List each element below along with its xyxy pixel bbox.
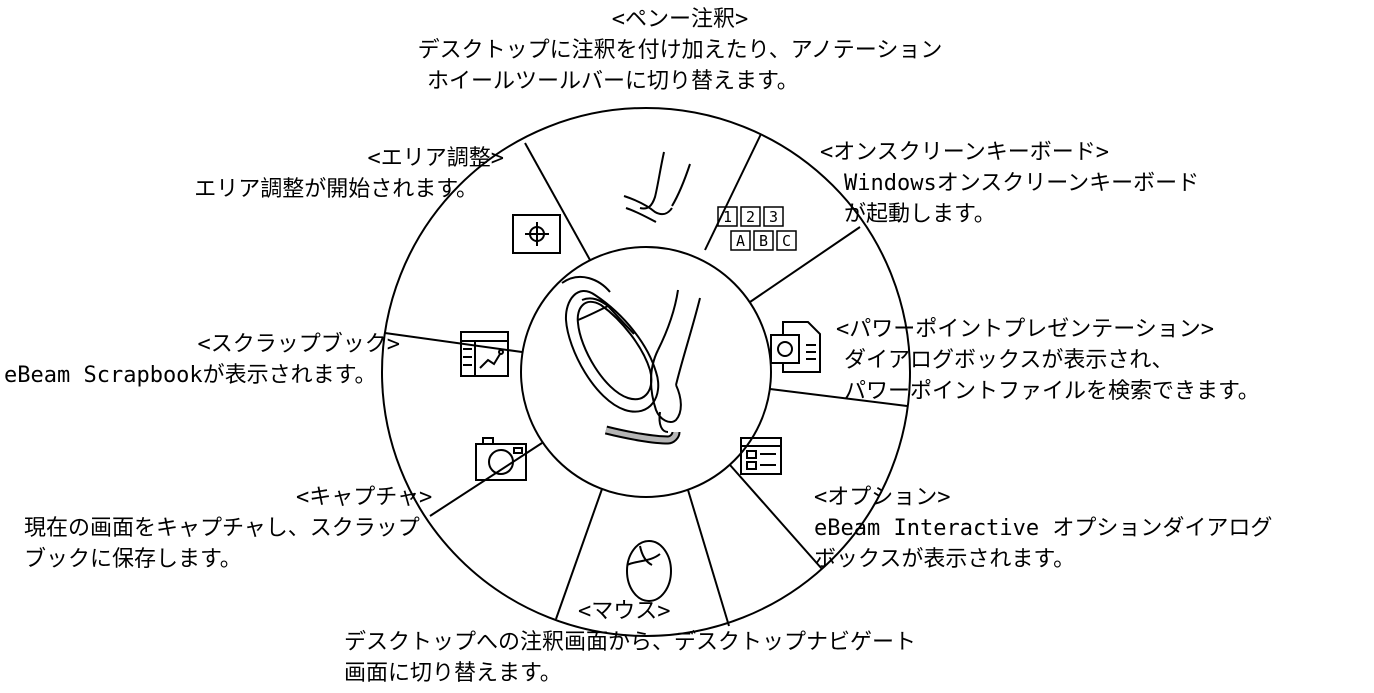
center-mouse-pen-icon[interactable]: [561, 275, 701, 445]
powerpoint-icon[interactable]: [770, 321, 821, 373]
area-adjust-label: <エリア調整> エリア調整が開始されます。: [100, 143, 510, 205]
keyboard-desc-line1: Windowsオンスクリーンキーボード: [844, 171, 1200, 196]
mouse-icon[interactable]: [626, 540, 672, 602]
options-desc-line1: eBeam Interactive オプションダイアログ: [814, 516, 1273, 541]
key-2: 2: [746, 208, 755, 226]
outer-ring: [381, 107, 911, 637]
pen-icon[interactable]: [623, 151, 691, 223]
options-desc-line2: ボックスが表示されます。: [814, 547, 1076, 572]
key-a: A: [736, 232, 745, 250]
scrapbook-label: <スクラップブック> eBeam Scrapbookが表示されます。: [4, 329, 424, 391]
scrapbook-icon[interactable]: [460, 331, 509, 377]
pen-title: <ペンー注釈>: [611, 7, 749, 32]
mouse-title: <マウス>: [578, 599, 671, 624]
powerpoint-title: <パワーポイントプレゼンテーション>: [836, 317, 1215, 342]
powerpoint-label: <パワーポイントプレゼンテーション> ダイアログボックスが表示され、 パワーポイ…: [836, 314, 1366, 407]
camera-icon[interactable]: [475, 437, 527, 481]
keyboard-icon[interactable]: 1 2 3 A B C: [717, 206, 797, 251]
mouse-desc-line2: 画面に切り替えます。: [344, 661, 562, 686]
keyboard-title: <オンスクリーンキーボード>: [820, 140, 1109, 165]
keyboard-desc-line2: が起動します。: [844, 202, 996, 227]
key-b: B: [759, 232, 768, 250]
scrapbook-title: <スクラップブック>: [197, 332, 401, 357]
capture-label: <キャプチャ> 現在の画面をキャプチャし、スクラップ ブックに保存します。: [24, 482, 524, 575]
key-3: 3: [769, 208, 778, 226]
options-icon[interactable]: [740, 437, 782, 475]
capture-title: <キャプチャ>: [296, 485, 433, 510]
powerpoint-desc-line1: ダイアログボックスが表示され、: [844, 348, 1174, 373]
capture-desc-line2: ブックに保存します。: [24, 547, 242, 572]
key-1: 1: [723, 208, 732, 226]
scrapbook-desc-line1: eBeam Scrapbookが表示されます。: [4, 363, 377, 388]
capture-desc-line1: 現在の画面をキャプチャし、スクラップ: [24, 516, 420, 541]
mouse-desc-line1: デスクトップへの注釈画面から、デスクトップナビゲート: [344, 630, 917, 655]
pen-annotation-label: <ペンー注釈> デスクトップに注釈を付け加えたり、アノテーション ホイールツール…: [330, 4, 1030, 97]
mouse-label: <マウス> デスクトップへの注釈画面から、デスクトップナビゲート 画面に切り替え…: [344, 596, 1044, 689]
options-title: <オプション>: [814, 485, 951, 510]
keyboard-label: <オンスクリーンキーボード> Windowsオンスクリーンキーボード が起動しま…: [820, 137, 1240, 230]
key-c: C: [782, 232, 791, 250]
powerpoint-desc-line2: パワーポイントファイルを検索できます。: [844, 379, 1260, 404]
area-title: <エリア調整>: [367, 146, 505, 171]
pen-desc-line2: ホイールツールバーに切り替えます。: [427, 69, 799, 94]
area-desc-line1: エリア調整が開始されます。: [194, 177, 478, 202]
segment-dividers: [384, 133, 908, 627]
pen-desc-line1: デスクトップに注釈を付け加えたり、アノテーション: [417, 38, 943, 63]
inner-circle: [520, 246, 772, 498]
target-icon[interactable]: [512, 214, 561, 254]
options-label: <オプション> eBeam Interactive オプションダイアログ ボック…: [814, 482, 1334, 575]
